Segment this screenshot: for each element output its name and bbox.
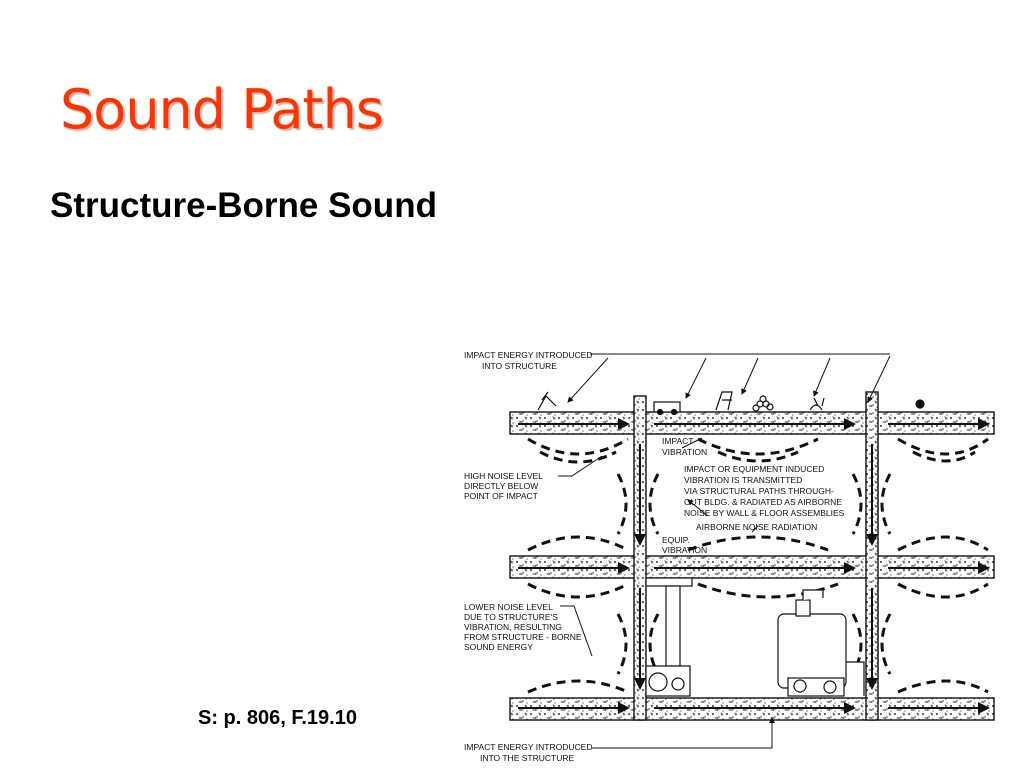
label-airborne: AIRBORNE NOISE RADIATION [696,522,817,532]
label-impact-vibration-2: VIBRATION [662,447,707,457]
slide-title: Sound Paths [60,78,384,141]
source-citation: S: p. 806, F.19.10 [198,707,357,729]
label-transmit-3: VIA STRUCTURAL PATHS THROUGH- [684,486,834,496]
right-column [865,391,879,721]
leader-lines [558,353,891,749]
left-column [633,395,647,721]
label-lower-noise-5: SOUND ENERGY [464,642,533,652]
label-lower-noise-1: LOWER NOISE LEVEL [464,602,553,612]
label-lower-noise-3: VIBRATION, RESULTING [464,622,562,632]
label-equip-vibration-2: VIBRATION [662,545,707,555]
label-transmit-2: VIBRATION IS TRANSMITTED [684,475,802,485]
label-lower-noise-4: FROM STRUCTURE - BORNE [464,632,582,642]
label-impact-top-1: IMPACT ENERGY INTRODUCED [464,350,592,360]
label-high-noise-3: POINT OF IMPACT [464,491,538,501]
label-lower-noise-2: DUE TO STRUCTURE'S [464,612,558,622]
structure-borne-sound-diagram: IMPACT ENERGY INTRODUCED INTO STRUCTURE … [458,344,1024,768]
label-high-noise-1: HIGH NOISE LEVEL [464,471,543,481]
slide-subtitle: Structure-Borne Sound [50,186,437,225]
label-impact-bottom-1: IMPACT ENERGY INTRODUCED [464,742,592,752]
label-impact-bottom-2: INTO THE STRUCTURE [480,753,574,763]
diagram-labels: IMPACT ENERGY INTRODUCED INTO STRUCTURE … [464,350,845,763]
label-high-noise-2: DIRECTLY BELOW [464,481,538,491]
label-impact-top-2: INTO STRUCTURE [482,361,557,371]
pump-tank-equipment [777,589,865,697]
label-transmit-5: NOISE BY WALL & FLOOR ASSEMBLIES [684,508,845,518]
label-impact-vibration-1: IMPACT [662,436,693,446]
airborne-noise-arcs [527,437,989,694]
slab-vibration-arrows [518,418,990,714]
label-equip-vibration-1: EQUIP. [662,535,690,545]
impact-objects [537,391,925,416]
label-transmit-4: OUT BLDG. & RADIATED AS AIRBORNE [684,497,842,507]
label-transmit-1: IMPACT OR EQUIPMENT INDUCED [684,464,824,474]
duct-equipment [645,577,693,697]
